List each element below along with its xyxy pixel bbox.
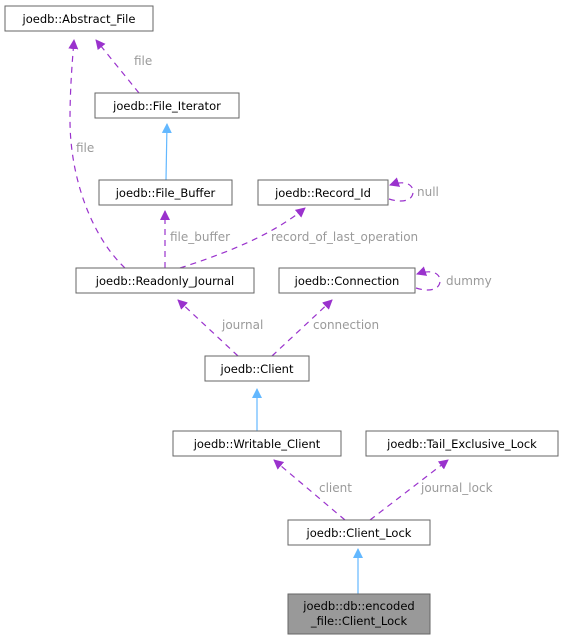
edge-label-record-of-last-operation: record_of_last_operation xyxy=(271,230,418,244)
edge-client-to-connection xyxy=(271,299,333,357)
svg-text:joedb::Client_Lock: joedb::Client_Lock xyxy=(306,526,412,540)
node-file-iterator[interactable]: joedb::File_Iterator xyxy=(94,92,240,119)
edge-label-client: client xyxy=(319,481,352,495)
svg-text:joedb::Record_Id: joedb::Record_Id xyxy=(274,186,371,200)
edge-label-dummy: dummy xyxy=(446,274,492,288)
edge-label-file-buffer: file_buffer xyxy=(170,230,230,244)
edge-client-lock-to-tail-exclusive-lock xyxy=(369,459,449,521)
edge-file-iterator-to-abstract-file xyxy=(95,39,140,94)
node-writable-client[interactable]: joedb::Writable_Client xyxy=(172,430,342,457)
node-connection[interactable]: joedb::Connection xyxy=(278,267,416,294)
edge-client-to-readonly-journal xyxy=(177,299,239,357)
node-file-buffer[interactable]: joedb::File_Buffer xyxy=(98,179,233,206)
svg-text:joedb::Readonly_Journal: joedb::Readonly_Journal xyxy=(95,274,234,288)
edge-record-id-self-loop xyxy=(388,177,414,202)
node-client[interactable]: joedb::Client xyxy=(204,355,310,382)
node-readonly-journal[interactable]: joedb::Readonly_Journal xyxy=(75,267,255,294)
edge-label-null: null xyxy=(417,185,439,199)
node-encoded-file-client-lock[interactable]: joedb::db::encoded _file::Client_Lock xyxy=(287,593,431,635)
svg-text:joedb::Tail_Exclusive_Lock: joedb::Tail_Exclusive_Lock xyxy=(386,437,537,451)
svg-text:joedb::Abstract_File: joedb::Abstract_File xyxy=(22,12,136,26)
edge-client-lock-to-writable-client xyxy=(273,459,346,521)
node-tail-exclusive-lock[interactable]: joedb::Tail_Exclusive_Lock xyxy=(365,430,559,457)
edge-readonly-journal-to-record-id xyxy=(179,207,306,269)
node-record-id[interactable]: joedb::Record_Id xyxy=(257,179,389,206)
node-abstract-file[interactable]: joedb::Abstract_File xyxy=(4,5,154,32)
svg-text:joedb::db::encoded: joedb::db::encoded xyxy=(302,599,414,613)
edge-label-journal: journal xyxy=(221,318,263,332)
edge-label-connection: connection xyxy=(313,318,379,332)
edge-readonly-journal-to-abstract-file xyxy=(68,39,126,269)
edge-file-buffer-inherits-file-iterator xyxy=(161,123,172,181)
node-client-lock[interactable]: joedb::Client_Lock xyxy=(287,519,431,546)
edge-label-file-2: file xyxy=(76,141,94,155)
svg-text:joedb::Client: joedb::Client xyxy=(220,362,294,376)
svg-text:joedb::Writable_Client: joedb::Writable_Client xyxy=(193,437,321,451)
svg-text:joedb::Connection: joedb::Connection xyxy=(294,274,400,288)
edge-label-journal-lock: journal_lock xyxy=(420,481,493,495)
svg-text:_file::Client_Lock: _file::Client_Lock xyxy=(310,614,408,628)
svg-text:joedb::File_Iterator: joedb::File_Iterator xyxy=(112,99,221,113)
svg-text:joedb::File_Buffer: joedb::File_Buffer xyxy=(115,186,216,200)
edge-connection-self-loop xyxy=(415,266,441,291)
edge-label-file: file xyxy=(134,54,152,68)
